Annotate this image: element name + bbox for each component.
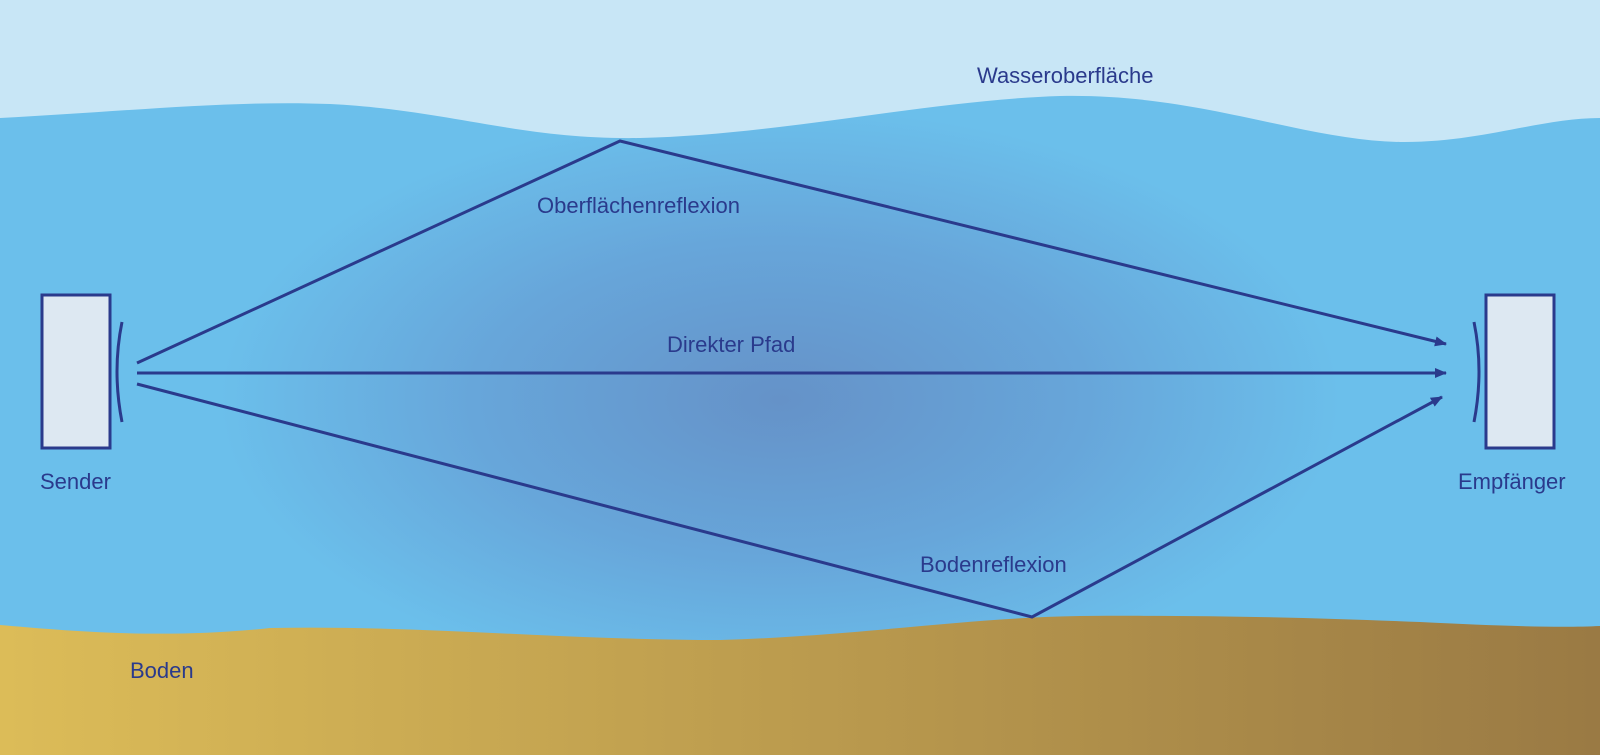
bottom-reflection-label: Bodenreflexion bbox=[920, 552, 1067, 577]
surface-label: Wasseroberfläche bbox=[977, 63, 1153, 88]
receiver-label: Empfänger bbox=[1458, 469, 1566, 494]
direct-path-label: Direkter Pfad bbox=[667, 332, 795, 357]
receiver-transducer-icon bbox=[1472, 321, 1481, 423]
bottom-reflection-path bbox=[136, 382, 1443, 619]
sender-transducer-icon bbox=[115, 321, 124, 423]
receiver-device bbox=[1484, 293, 1556, 450]
surface-reflection-path bbox=[136, 139, 1447, 365]
water-body bbox=[0, 95, 1600, 641]
sender-device bbox=[40, 293, 112, 450]
bottom-label: Boden bbox=[130, 658, 194, 683]
sender-label: Sender bbox=[40, 469, 111, 494]
surface-reflection-label: Oberflächenreflexion bbox=[537, 193, 740, 218]
seabed bbox=[0, 615, 1600, 755]
